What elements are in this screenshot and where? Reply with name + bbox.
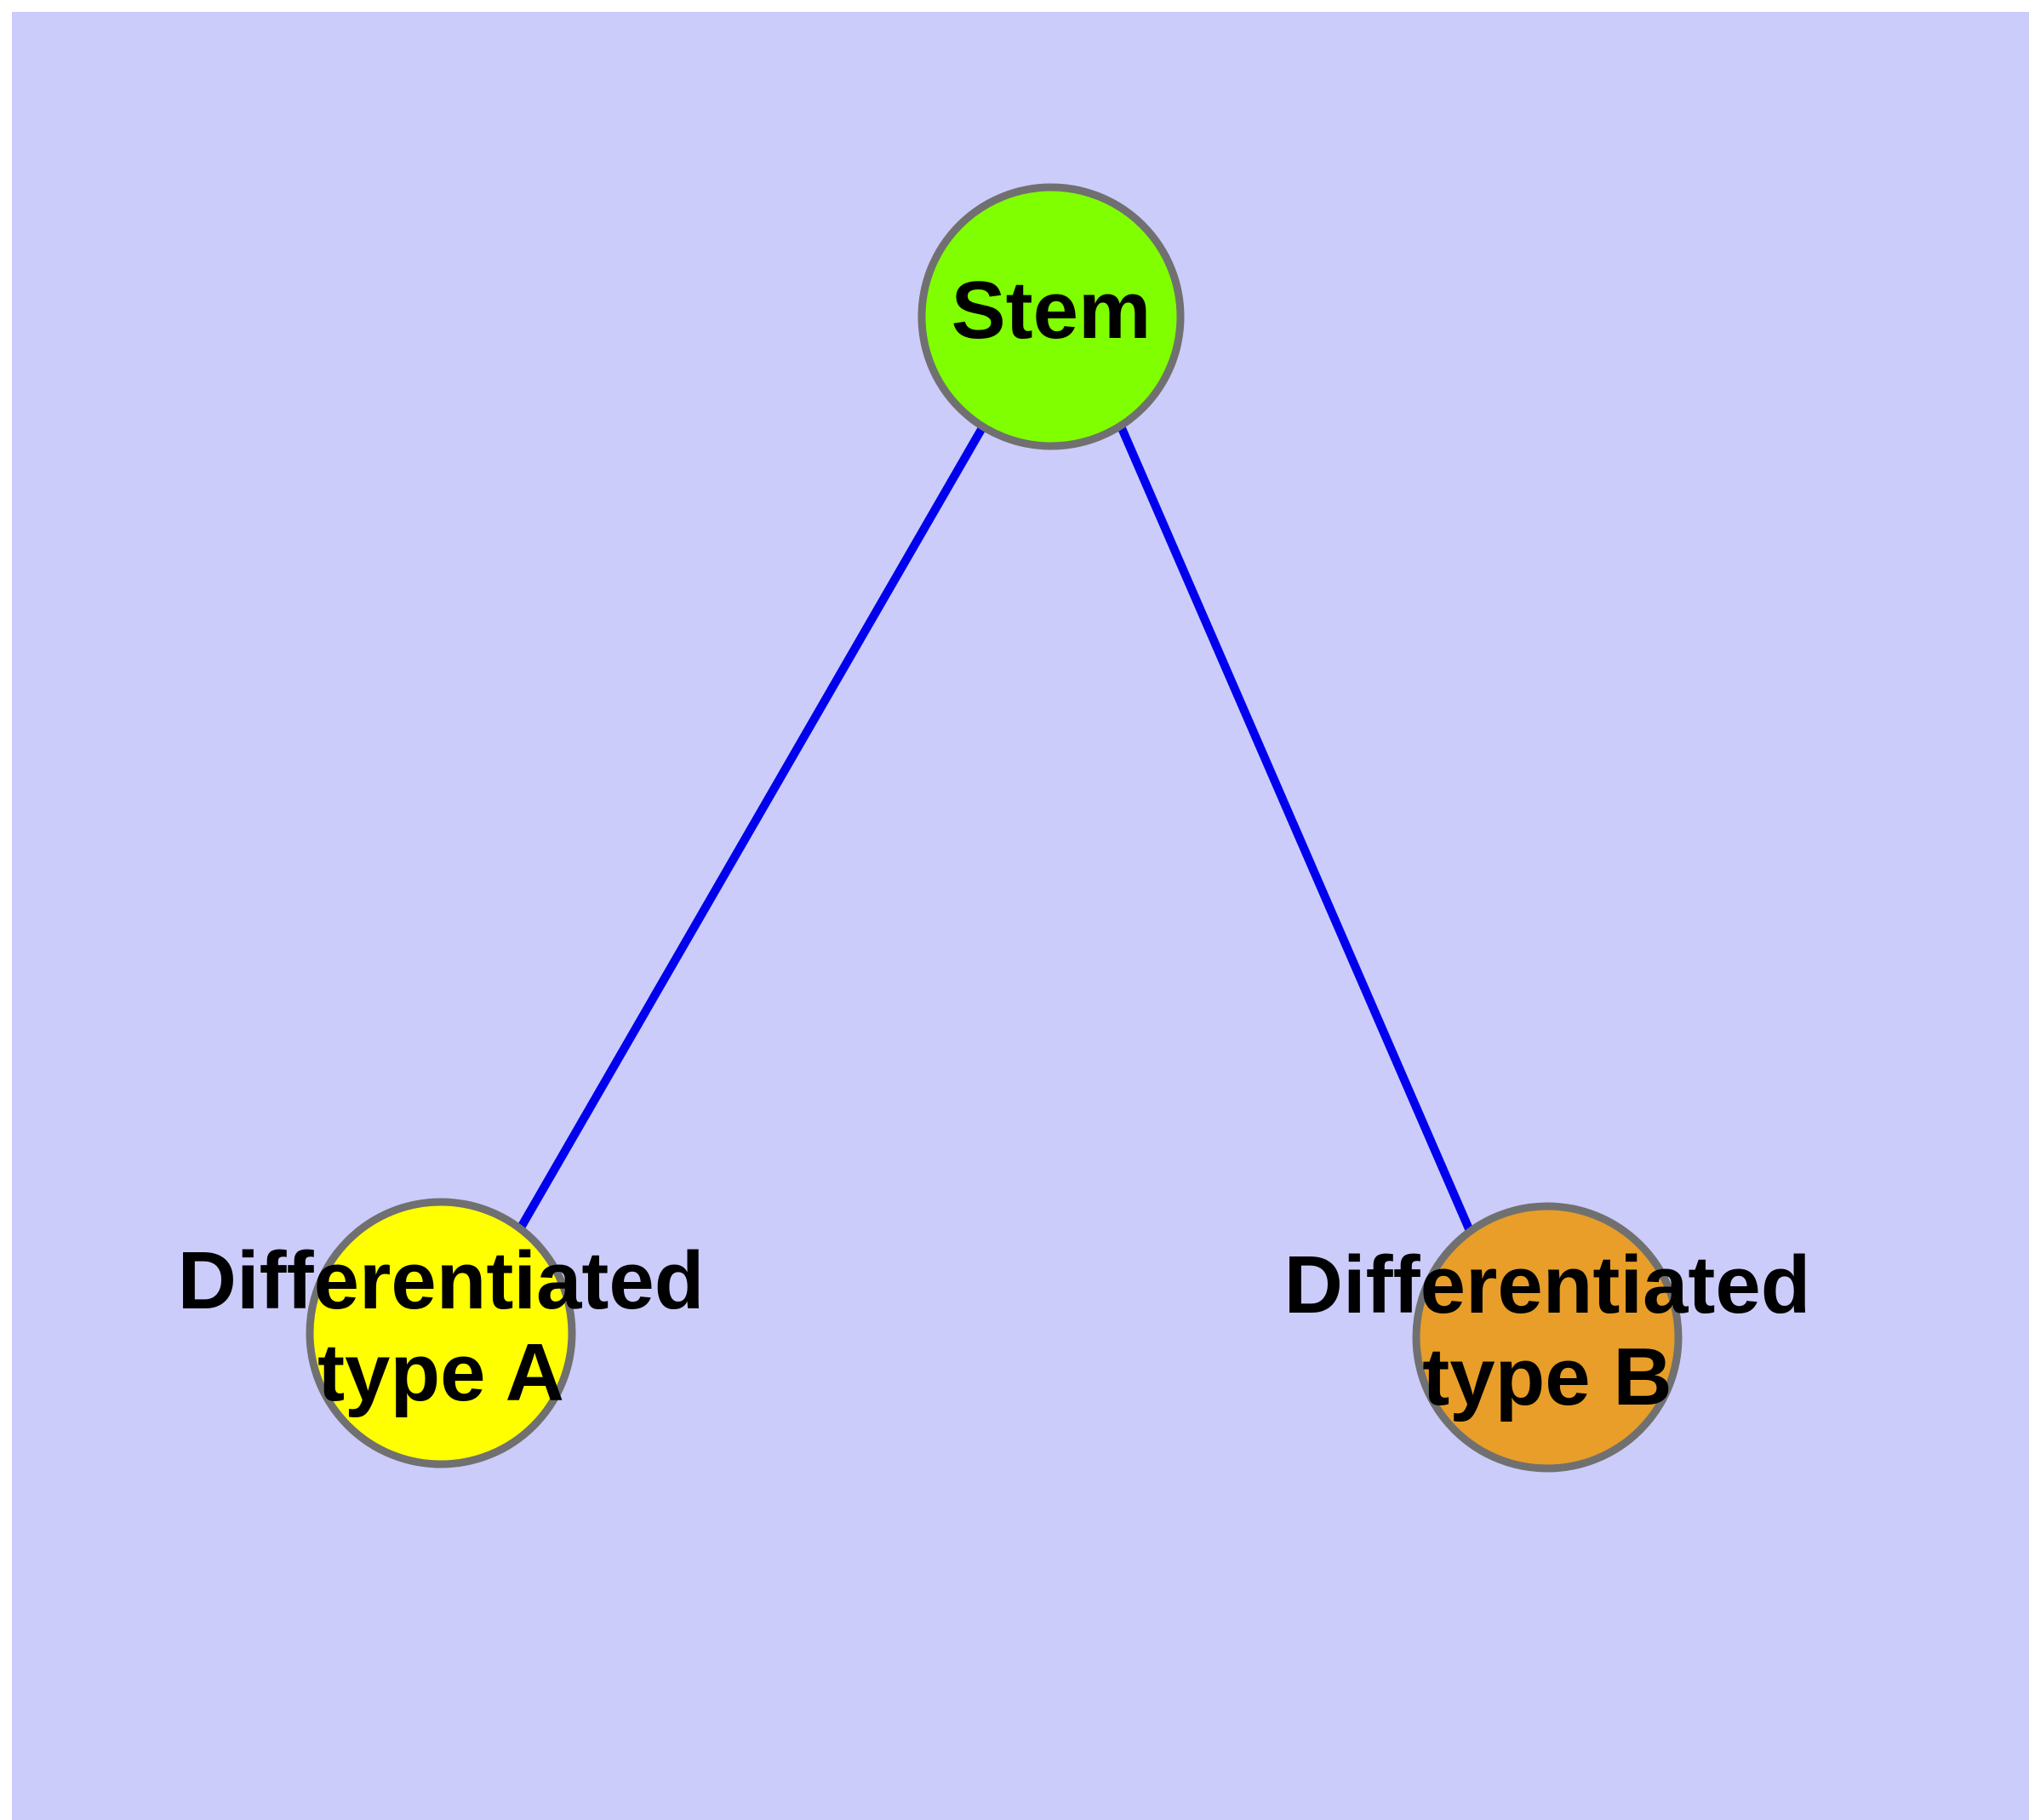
node-differentiated-type-a[interactable] <box>306 1198 576 1468</box>
stem-node-circle[interactable] <box>917 183 1185 450</box>
node-stem[interactable] <box>917 183 1185 450</box>
label-line: type B <box>1422 1331 1672 1422</box>
edge-layer <box>517 424 1474 1233</box>
edge-stem-to-type-a[interactable] <box>517 424 987 1230</box>
differentiated-type-b-node-circle[interactable] <box>1412 1202 1683 1473</box>
label-line: type A <box>317 1327 564 1418</box>
label-line: Stem <box>952 265 1152 356</box>
edge-stem-to-type-b[interactable] <box>1117 426 1474 1233</box>
label-line: Differentiated <box>178 1236 705 1327</box>
stem-node-label: Stem <box>952 265 1152 356</box>
label-line: Differentiated <box>1284 1240 1811 1331</box>
node-differentiated-type-b[interactable] <box>1412 1202 1683 1473</box>
differentiated-type-a-node-circle[interactable] <box>306 1198 576 1468</box>
node-layer <box>306 183 1683 1473</box>
